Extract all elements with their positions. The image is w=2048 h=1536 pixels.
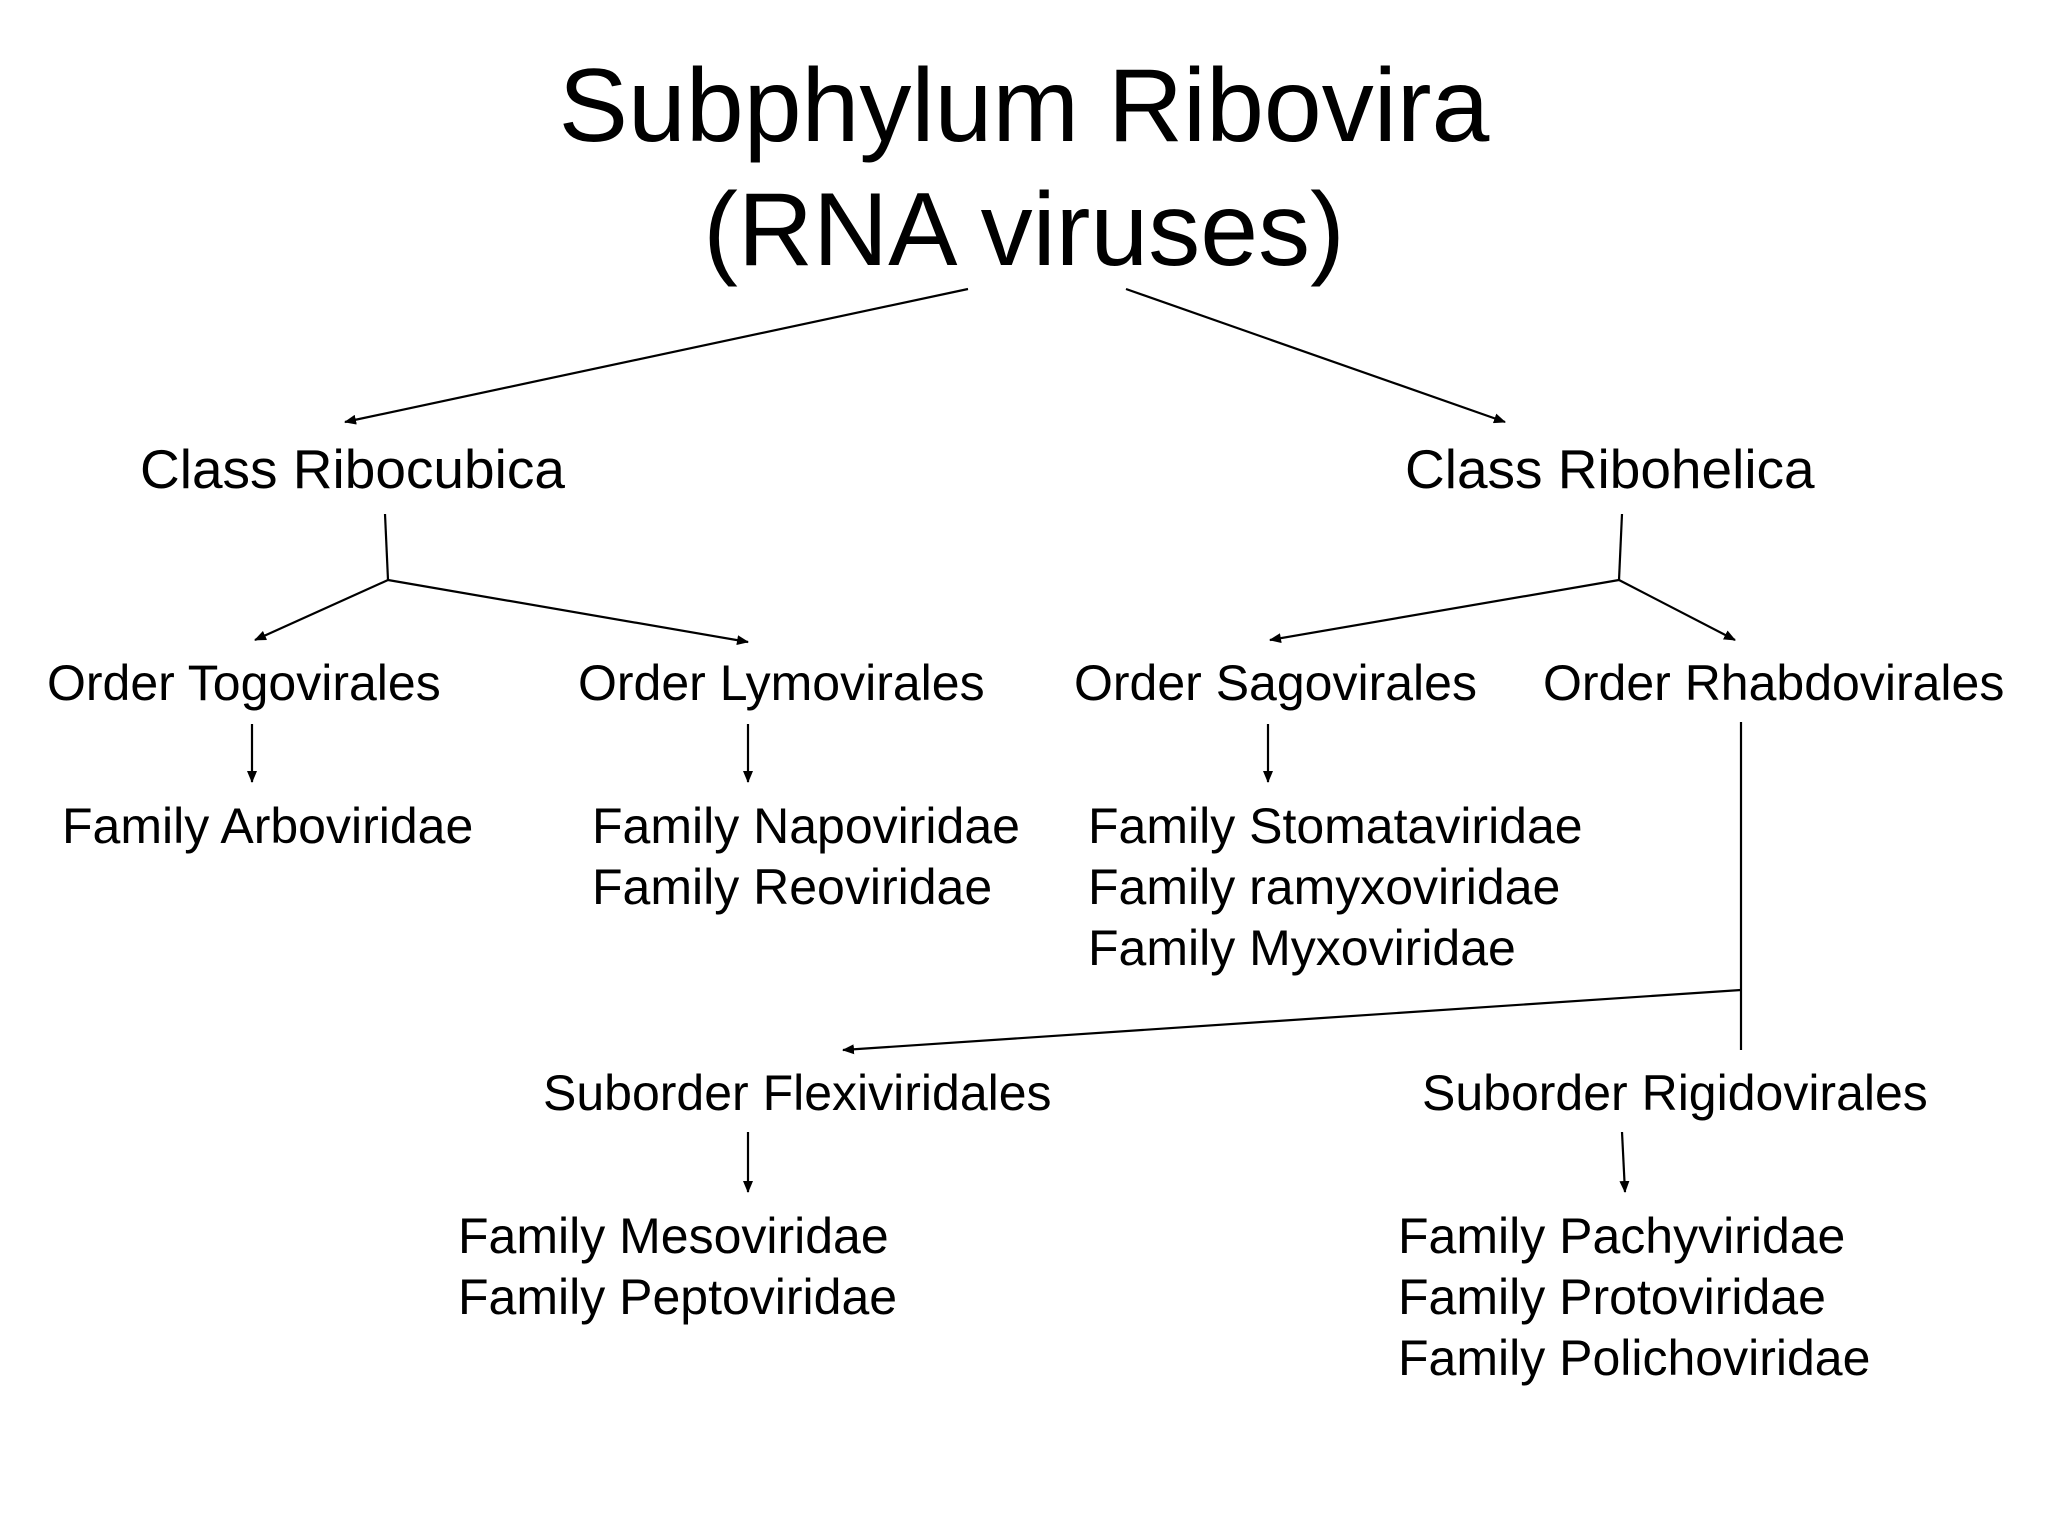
class-ribohelica: Class Ribohelica [1405,438,1815,500]
order-togovirales: Order Togovirales [47,655,441,711]
class-ribocubica: Class Ribocubica [140,438,565,500]
order-rhabdovirales: Order Rhabdovirales [1543,655,2005,711]
family-mesoviridae: Family Mesoviridae [458,1208,889,1264]
arrow-ribohelica-to-rhabdovirales [1618,579,1736,641]
suborder-rigidovirales: Suborder Rigidovirales [1422,1065,1928,1121]
families-lymovirales: Family Napoviridae Family Reoviridae [592,796,1020,918]
stem-ribocubica [383,513,390,581]
family-stomataviridae: Family Stomataviridae [1088,798,1583,854]
arrow-title-to-ribohelica [1125,287,1506,424]
families-flexiviridales: Family Mesoviridae Family Peptoviridae [458,1206,897,1328]
arrow-title-to-ribocubica [344,287,969,425]
order-sagovirales: Order Sagovirales [1074,655,1477,711]
family-arboviridae: Family Arboviridae [62,798,474,854]
arrow-ribohelica-to-sagovirales [1269,578,1620,644]
family-peptoviridae: Family Peptoviridae [458,1269,898,1325]
family-reoviridae: Family Reoviridae [592,859,993,915]
diagram-title-line-2: (RNA viruses) [703,172,1345,288]
family-pachyviridae: Family Pachyviridae [1398,1208,1846,1264]
family-napoviridae: Family Napoviridae [592,798,1020,854]
family-protoviridae: Family Protoviridae [1398,1269,1826,1325]
families-togovirales: Family Arboviridae [62,796,473,857]
suborder-flexiviridales: Suborder Flexiviridales [543,1065,1052,1121]
arrow-ribocubica-to-togovirales [254,578,389,642]
family-ramyxoviridae: Family ramyxoviridae [1088,859,1561,915]
diagram-title-line-1: Subphylum Ribovira [558,48,1490,164]
family-myxoviridae: Family Myxoviridae [1088,920,1516,976]
arrow-ribocubica-to-lymovirales [387,578,749,646]
stem-ribohelica [1617,513,1624,581]
families-rigidovirales: Family Pachyviridae Family Protoviridae … [1398,1206,1870,1389]
families-sagovirales: Family Stomataviridae Family ramyxovirid… [1088,796,1583,979]
arrow-rigidovirales-to-families [1619,1131,1630,1193]
family-polichoviridae: Family Polichoviridae [1398,1330,1871,1386]
order-lymovirales: Order Lymovirales [578,655,985,711]
arrow-rhabdovirales-to-flexiviridales [842,988,1742,1055]
